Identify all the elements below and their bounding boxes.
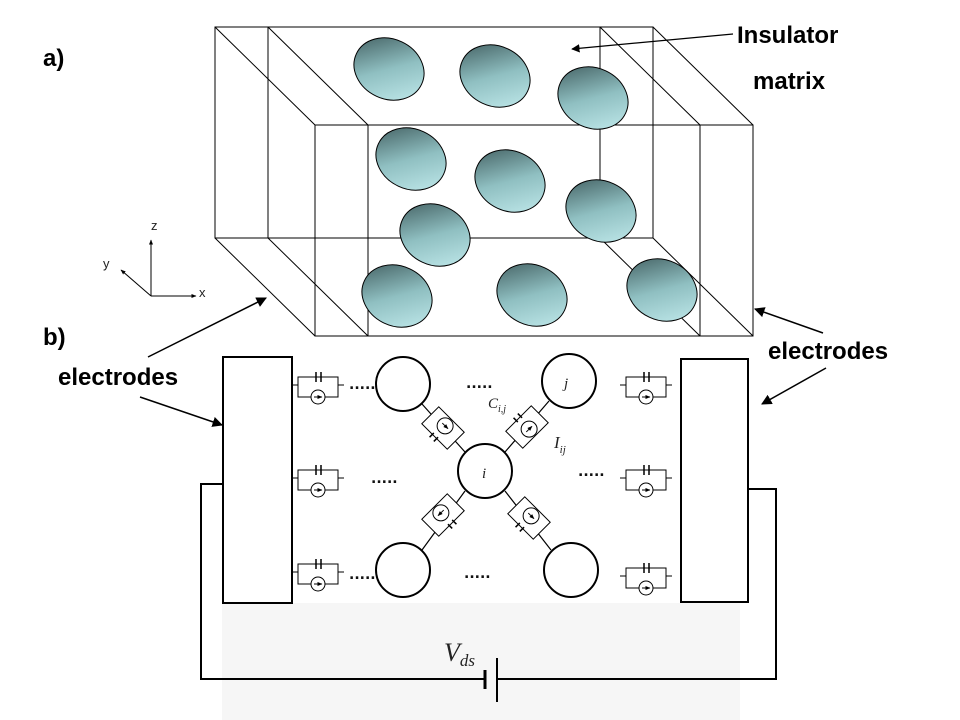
external-wire bbox=[200, 483, 777, 680]
electrode-arrow-right-upper bbox=[754, 307, 824, 334]
box-edge bbox=[267, 237, 369, 337]
particle bbox=[496, 263, 568, 327]
y-axis bbox=[120, 269, 152, 297]
node-circle bbox=[375, 356, 431, 412]
axes-icon bbox=[120, 239, 197, 298]
box-edge bbox=[652, 26, 754, 126]
junction-element bbox=[421, 406, 465, 450]
insulator-label-line1: Insulator bbox=[737, 22, 838, 49]
node-circle bbox=[375, 542, 431, 598]
ellipsis: ..... bbox=[349, 377, 376, 393]
current-arrow bbox=[441, 422, 449, 430]
junction-element bbox=[421, 493, 465, 537]
electrodes-left-label: electrodes bbox=[58, 364, 178, 391]
particle bbox=[375, 127, 447, 191]
box-edge bbox=[267, 26, 369, 126]
right-edge-junctions bbox=[620, 372, 672, 596]
insulator-label-line2: matrix bbox=[753, 68, 826, 95]
wire-right bbox=[498, 488, 777, 680]
particles bbox=[353, 37, 698, 328]
edge-junction bbox=[620, 465, 672, 498]
ellipsis: ..... bbox=[349, 567, 376, 583]
particle bbox=[353, 37, 425, 101]
electrode-right bbox=[680, 358, 749, 603]
current-arrow bbox=[525, 425, 533, 433]
electrode-arrow-right-lower bbox=[761, 367, 827, 405]
node-i-label: i bbox=[482, 466, 486, 482]
particle bbox=[557, 66, 629, 130]
capacitor-plate bbox=[429, 432, 435, 438]
capacitor-plate bbox=[513, 417, 519, 423]
axis-x-label: x bbox=[199, 285, 206, 300]
node-j-label: j bbox=[562, 376, 568, 392]
axis-z-label: z bbox=[151, 218, 158, 233]
box-edge bbox=[214, 237, 316, 337]
voltage-label: Vds bbox=[444, 638, 475, 670]
panel-a-label: a) bbox=[43, 45, 64, 72]
insulator-arrow bbox=[571, 33, 734, 53]
circuit-background bbox=[222, 603, 740, 720]
capacitor-plate bbox=[451, 519, 457, 525]
left-edge-junctions bbox=[292, 372, 344, 592]
particle bbox=[565, 179, 637, 243]
ellipsis: ..... bbox=[466, 376, 493, 392]
junction-element bbox=[507, 496, 551, 540]
box-front-inner-face bbox=[367, 124, 701, 337]
edge-junction bbox=[292, 465, 344, 498]
electrode-left bbox=[222, 356, 293, 604]
edge-junction bbox=[620, 563, 672, 596]
ellipsis: ..... bbox=[371, 471, 398, 487]
ellipsis: ..... bbox=[464, 566, 491, 582]
capacitor-plate bbox=[515, 522, 521, 528]
ellipsis: ..... bbox=[578, 464, 605, 480]
capacitor-plate bbox=[517, 413, 523, 419]
current-label: Iij bbox=[553, 433, 566, 456]
current-arrow bbox=[437, 509, 445, 517]
capacitance-label: Ci,j bbox=[488, 396, 506, 415]
box-edge bbox=[599, 26, 701, 126]
box-edge bbox=[652, 237, 754, 337]
panel-b: b) electrodes electrodes Vds bbox=[43, 297, 888, 720]
edge-junction bbox=[292, 559, 344, 592]
edge-junction bbox=[292, 372, 344, 405]
electrodes-right-label: electrodes bbox=[768, 338, 888, 365]
axis-y-label: y bbox=[103, 256, 110, 271]
wire-left bbox=[200, 483, 484, 680]
particle bbox=[361, 264, 433, 328]
capacitor-plate bbox=[433, 436, 439, 442]
node-circle bbox=[543, 542, 599, 598]
battery-icon bbox=[483, 658, 498, 702]
edge-junction bbox=[620, 372, 672, 405]
ellipses: ..... ..... ..... ..... ..... ..... bbox=[349, 376, 605, 583]
electrode-arrow-left-upper bbox=[147, 297, 267, 358]
capacitor-plate bbox=[447, 523, 453, 529]
node-i bbox=[457, 443, 513, 499]
capacitor-plate bbox=[519, 526, 525, 532]
particle bbox=[474, 149, 546, 213]
particle bbox=[626, 258, 698, 322]
particle bbox=[459, 44, 531, 108]
current-arrow bbox=[527, 512, 535, 520]
particle bbox=[399, 203, 471, 267]
panel-b-label: b) bbox=[43, 324, 66, 351]
electrode-arrow-left-lower bbox=[139, 396, 223, 427]
panel-a: a) I bbox=[43, 22, 838, 337]
node-j bbox=[541, 353, 597, 409]
box-edge bbox=[214, 26, 316, 126]
junction-element bbox=[505, 405, 549, 449]
